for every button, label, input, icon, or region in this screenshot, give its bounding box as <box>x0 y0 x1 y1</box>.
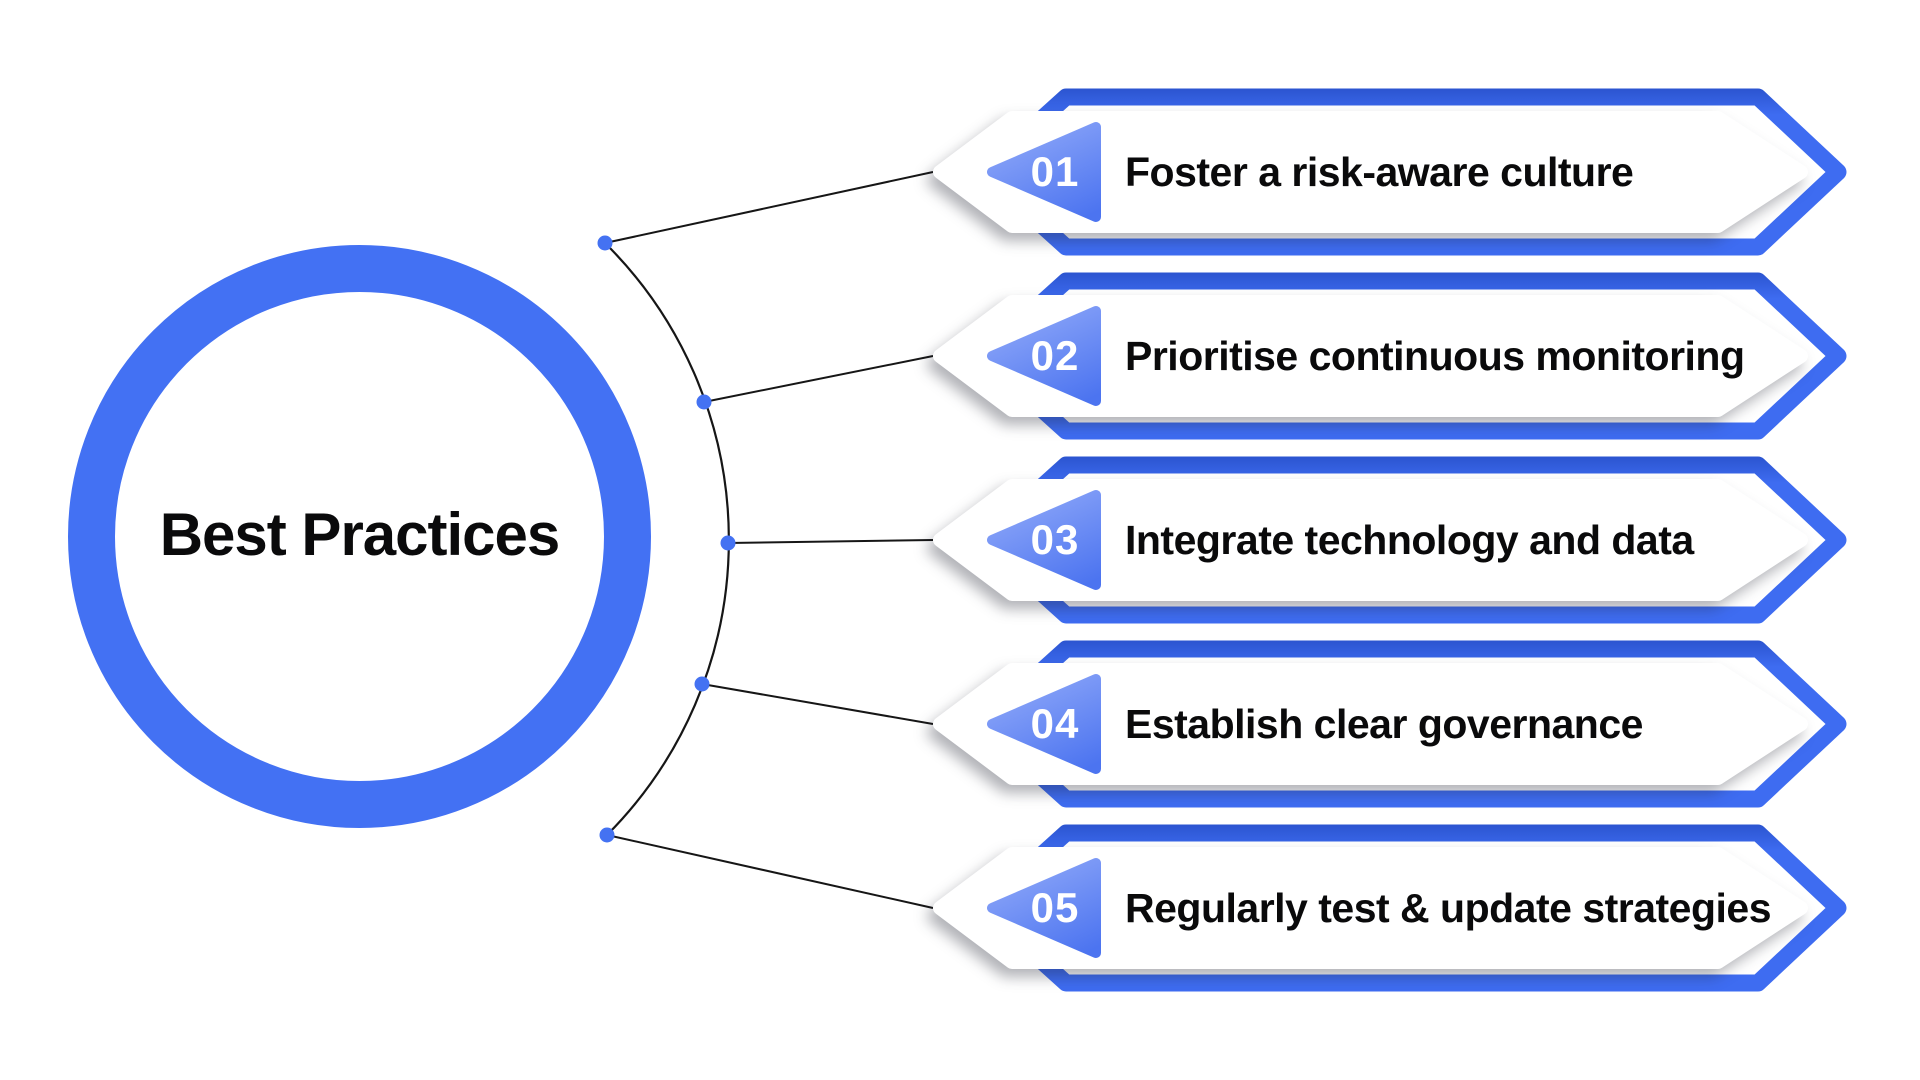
banner-item-5: 05 Regularly test & update strategies <box>900 813 1920 1003</box>
number-badge-shape <box>987 490 1101 590</box>
number-badge-shape <box>987 122 1101 222</box>
banner-item-1: 01 Foster a risk-aware culture <box>900 77 1920 267</box>
connector-line-2 <box>703 355 934 403</box>
banner-label: Prioritise continuous monitoring <box>1125 332 1745 379</box>
banner-label: Foster a risk-aware culture <box>1125 148 1634 195</box>
connector-line-1 <box>604 171 934 244</box>
connector-dot-1 <box>597 235 613 251</box>
banner-item-4: 04 Establish clear governance <box>900 629 1920 819</box>
connector-line-3 <box>727 539 934 544</box>
number-badge-shape <box>987 674 1101 774</box>
banner-label: Regularly test & update strategies <box>1125 884 1772 931</box>
banner-shape <box>933 272 1847 440</box>
banner-number: 01 <box>1030 148 1080 195</box>
connector-dot-5 <box>599 827 615 843</box>
banner-card-shape <box>933 663 1808 785</box>
banner-number: 05 <box>1030 884 1080 931</box>
banner-number: 04 <box>1030 700 1080 747</box>
banner-card-shape <box>933 295 1808 417</box>
circle-title: Best Practices <box>159 501 561 568</box>
connector-dot-3 <box>720 535 736 551</box>
number-badge-shape <box>987 858 1101 958</box>
banner-shape <box>933 640 1847 808</box>
banner-card-shape <box>933 479 1808 601</box>
banner-number: 02 <box>1030 332 1080 379</box>
banner-shape <box>933 88 1847 256</box>
number-badge-shape <box>987 306 1101 406</box>
banner-card-shape <box>933 847 1808 969</box>
connector-dot-2 <box>696 394 712 410</box>
banner-label: Establish clear governance <box>1125 700 1643 747</box>
banner-item-2: 02 Prioritise continuous monitoring <box>900 261 1920 451</box>
banner-shape <box>933 456 1847 624</box>
banner-shape <box>933 824 1847 992</box>
connector-line-4 <box>701 683 934 725</box>
connector-line-5 <box>606 834 934 909</box>
banner-number: 03 <box>1030 516 1080 563</box>
connector-dot-4 <box>694 676 710 692</box>
banner-item-3: 03 Integrate technology and data <box>900 445 1920 635</box>
banner-card-shape <box>933 111 1808 233</box>
best-practices-circle: Best Practices <box>68 245 651 828</box>
banner-label: Integrate technology and data <box>1125 516 1694 563</box>
